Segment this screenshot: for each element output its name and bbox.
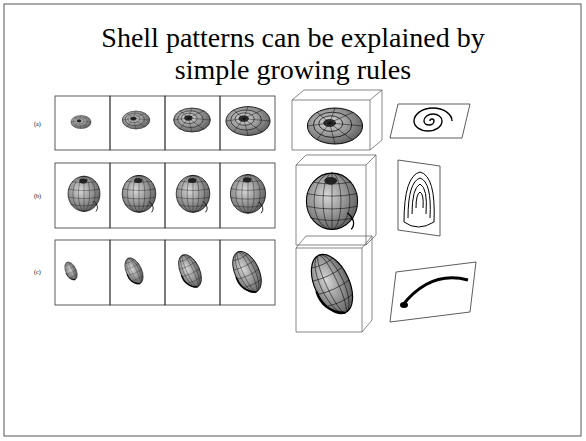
row-label: (a) xyxy=(34,121,41,128)
row-label: (b) xyxy=(34,193,41,200)
slide-title: Shell patterns can be explained by simpl… xyxy=(68,22,518,86)
row-label: (c) xyxy=(34,269,41,276)
